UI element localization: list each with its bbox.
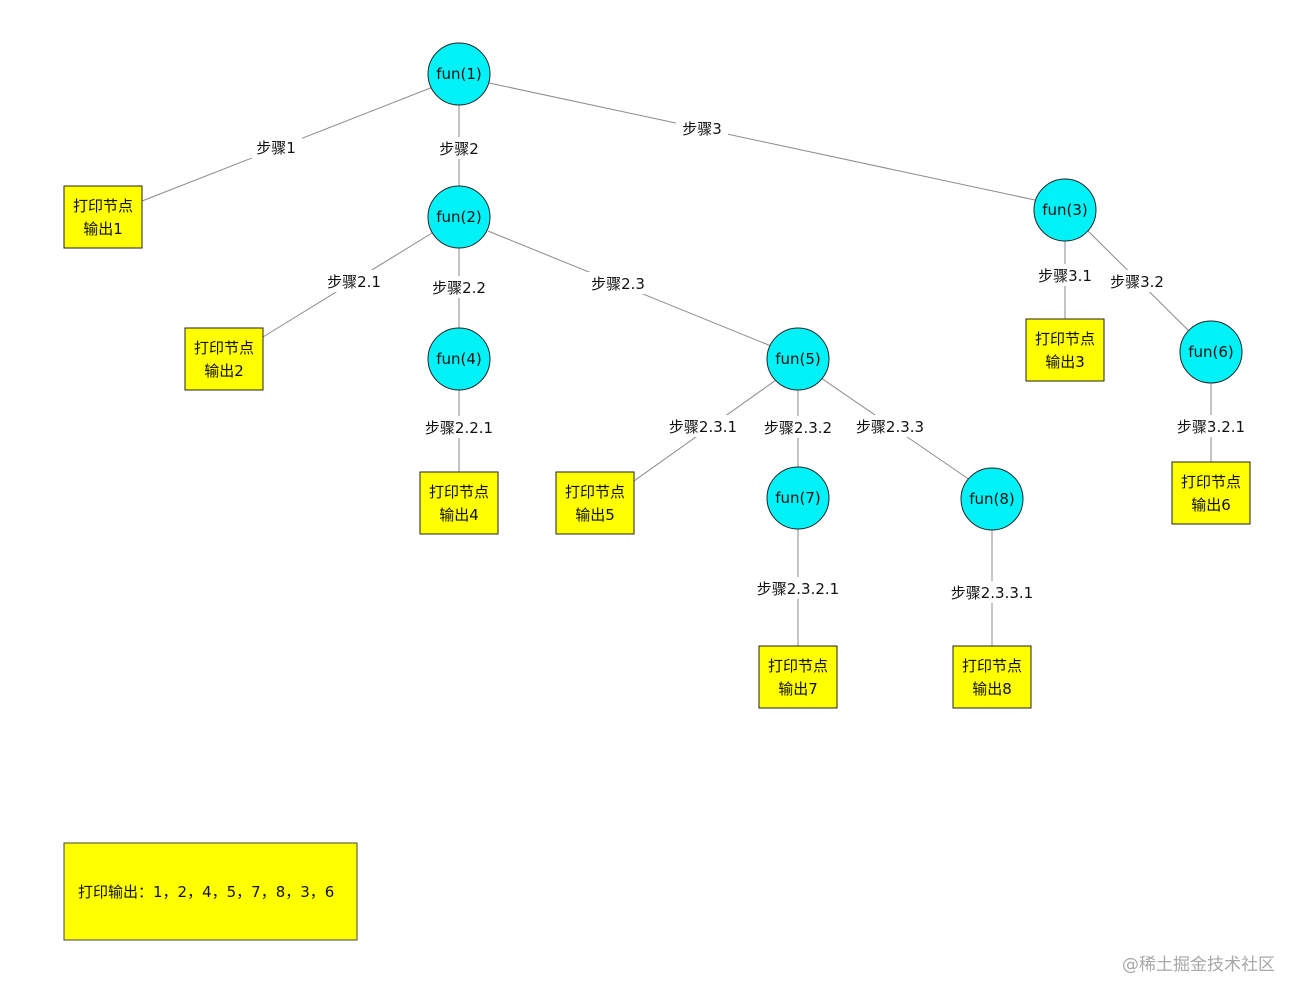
summary-text: 打印输出：1，2，4，5，7，8，3，6 [78,883,334,901]
step-label-2-2: 步骤2.2 [432,279,486,297]
print-box-8-line2: 输出8 [972,680,1012,698]
step-label-2-3-3-1: 步骤2.3.3.1 [951,584,1033,602]
print-box-4-line1: 打印节点 [429,483,489,501]
step-label-2-1: 步骤2.1 [327,273,381,291]
node-fun-2: fun(2) [427,185,491,249]
node-fun-3: fun(3) [1033,178,1097,242]
step-label-3-1: 步骤3.1 [1038,267,1092,285]
step-label-2-2-1: 步骤2.2.1 [425,419,493,437]
print-box-2-line1: 打印节点 [194,339,254,357]
node-fun-5: fun(5) [766,327,830,391]
print-box-3-line1: 打印节点 [1035,330,1095,348]
step-label-2-3: 步骤2.3 [591,275,645,293]
node-fun-8-label: fun(8) [969,490,1015,508]
step-label-3-2-1: 步骤3.2.1 [1177,418,1245,436]
node-fun-3-label: fun(3) [1042,201,1088,219]
print-box-6: 打印节点 输出6 [1171,461,1251,525]
node-fun-5-label: fun(5) [775,350,821,368]
print-box-8-line1: 打印节点 [962,657,1022,675]
watermark: @稀土掘金技术社区 [1122,955,1275,975]
print-box-4: 打印节点 输出4 [419,471,499,535]
step-label-2-3-1: 步骤2.3.1 [669,418,737,436]
step-label-2-3-3: 步骤2.3.3 [856,418,924,436]
print-box-2: 打印节点 输出2 [184,327,264,391]
print-box-7-line1: 打印节点 [768,657,828,675]
print-box-5-line1: 打印节点 [565,483,625,501]
node-fun-6-label: fun(6) [1188,343,1234,361]
print-box-6-line2: 输出6 [1191,496,1231,514]
print-box-1-line1: 打印节点 [73,197,133,215]
print-box-1-line2: 输出1 [83,220,123,238]
print-box-3-line2: 输出3 [1045,353,1085,371]
summary-box: 打印输出：1，2，4，5，7，8，3，6 [63,842,358,941]
print-box-2-line2: 输出2 [204,362,244,380]
print-box-6-line1: 打印节点 [1181,473,1241,491]
edge-f1-f3 [488,82,1036,201]
node-fun-8: fun(8) [960,467,1024,531]
node-fun-1-label: fun(1) [436,65,482,83]
step-label-1: 步骤1 [256,139,296,157]
step-label-3: 步骤3 [682,120,722,138]
step-label-2: 步骤2 [439,140,479,158]
print-boxes: 打印节点 输出1 打印节点 输出2 打印节点 输出3 打印节点 输出4 打印节点… [63,185,1251,709]
step-label-2-3-2-1: 步骤2.3.2.1 [757,580,839,598]
print-box-5-line2: 输出5 [575,506,615,524]
node-fun-7: fun(7) [766,466,830,530]
node-fun-4-label: fun(4) [436,350,482,368]
print-box-8: 打印节点 输出8 [952,645,1032,709]
step-label-2-3-2: 步骤2.3.2 [764,419,832,437]
step-label-3-2: 步骤3.2 [1110,273,1164,291]
node-fun-6: fun(6) [1179,320,1243,384]
print-box-7: 打印节点 输出7 [758,645,838,709]
function-nodes: fun(1) fun(2) fun(3) fun(4) fun(5) fun(6… [427,42,1243,531]
print-box-5: 打印节点 输出5 [555,471,635,535]
node-fun-1: fun(1) [427,42,491,106]
node-fun-4: fun(4) [427,327,491,391]
print-box-3: 打印节点 输出3 [1025,318,1105,382]
print-box-4-line2: 输出4 [439,506,479,524]
node-fun-7-label: fun(7) [775,489,821,507]
step-labels: 步骤1 步骤2 步骤3 步骤2.1 步骤2.2 步骤2.3 步骤2.2.1 步骤… [250,117,1249,603]
print-box-7-line2: 输出7 [778,680,818,698]
node-fun-2-label: fun(2) [436,208,482,226]
print-box-1: 打印节点 输出1 [63,185,143,249]
